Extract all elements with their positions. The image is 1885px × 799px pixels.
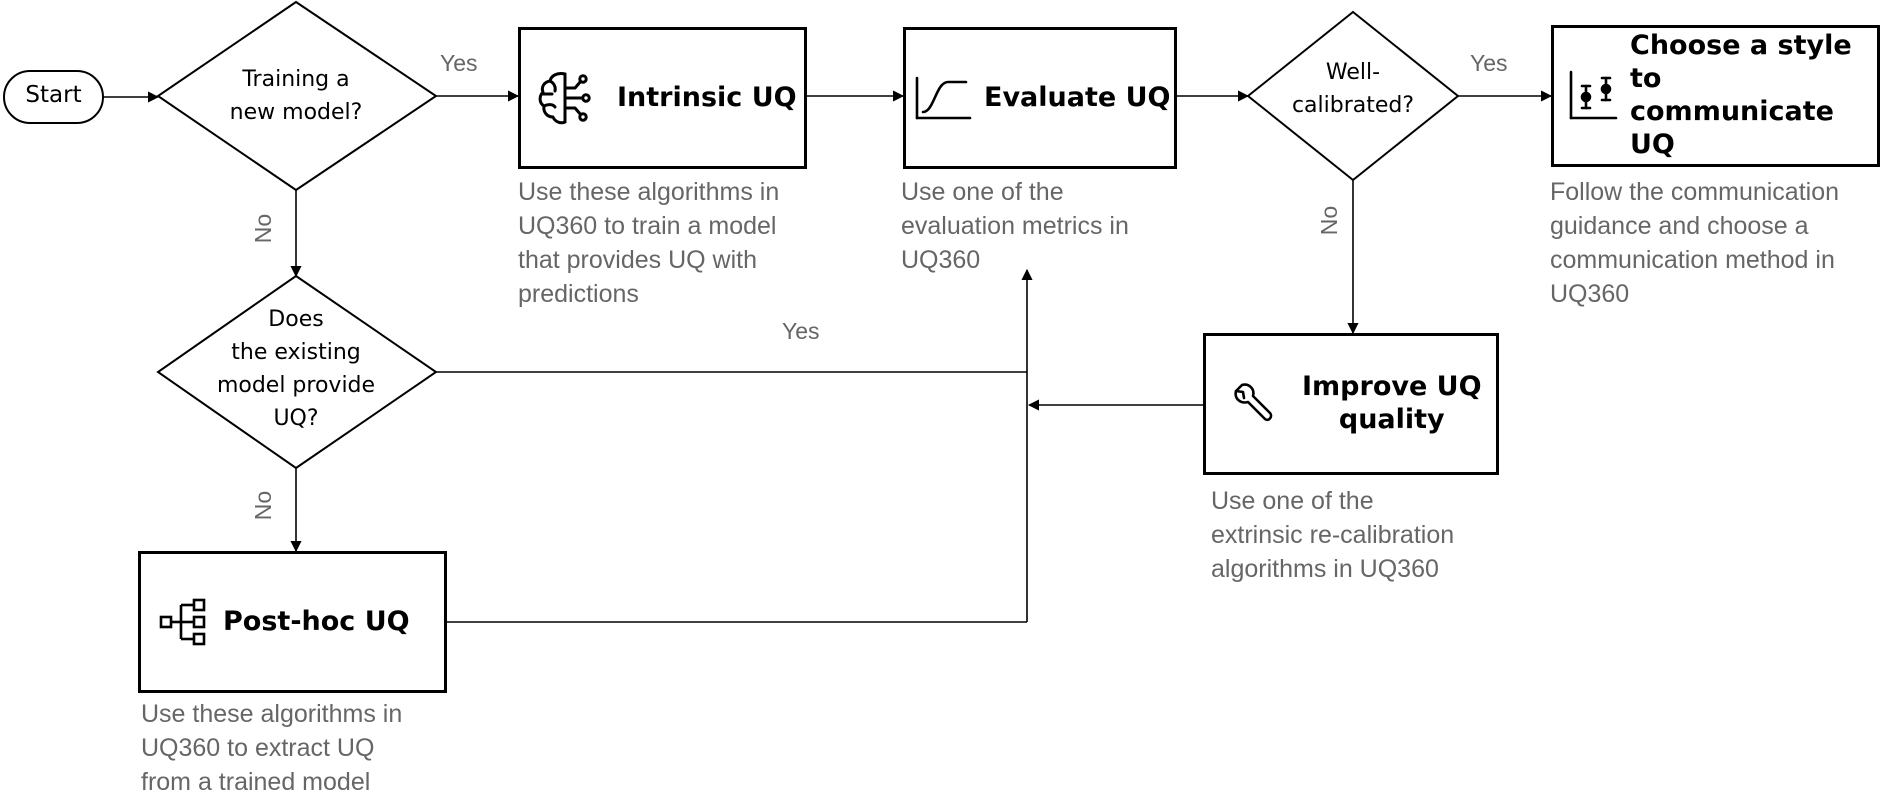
- step-evaluate-description: Use one of the evaluation metrics in UQ3…: [901, 178, 1129, 274]
- step-intrinsic-title: Intrinsic UQ: [617, 81, 797, 113]
- start-label: Start: [25, 82, 82, 108]
- decision-training-label: Training a new model?: [229, 67, 363, 125]
- step-improve-description: Use one of the extrinsic re-calibration …: [1211, 487, 1455, 583]
- step-communicate-uq: Choose a style to communicate UQ: [1551, 25, 1880, 167]
- step-communicate-description: Follow the communication guidance and ch…: [1550, 178, 1840, 308]
- edge-label-training-yes: Yes: [440, 50, 478, 76]
- step-posthoc-description: Use these algorithms in UQ360 to extract…: [141, 700, 403, 796]
- curve-chart-icon: [914, 76, 972, 120]
- step-intrinsic-uq: Intrinsic UQ: [518, 27, 807, 169]
- edge-label-calibrated-yes: Yes: [1470, 50, 1508, 76]
- hierarchy-tree-icon: [159, 597, 209, 647]
- step-intrinsic-description: Use these algorithms in UQ360 to train a…: [518, 178, 780, 308]
- wrench-icon: [1230, 381, 1276, 427]
- decision-existing-label: Does the existing model provide UQ?: [216, 307, 376, 431]
- step-evaluate-title: Evaluate UQ: [984, 81, 1171, 113]
- edge-label-existing-no: No: [250, 490, 277, 521]
- step-evaluate-uq: Evaluate UQ: [903, 27, 1177, 169]
- step-posthoc-uq: Post-hoc UQ: [138, 551, 447, 693]
- step-posthoc-title: Post-hoc UQ: [223, 605, 410, 637]
- step-improve-title: Improve UQ quality: [1302, 371, 1482, 435]
- edge-label-existing-yes: Yes: [782, 318, 820, 344]
- step-improve-uq: Improve UQ quality: [1203, 333, 1499, 475]
- error-bar-chart-icon: [1568, 70, 1618, 122]
- decision-calibrated-label: Well- calibrated?: [1291, 60, 1415, 118]
- edge-label-calibrated-no: No: [1316, 205, 1343, 236]
- edge-label-training-no: No: [250, 213, 277, 244]
- neural-brain-icon: [535, 68, 595, 128]
- step-communicate-title: Choose a style to communicate UQ: [1630, 30, 1852, 160]
